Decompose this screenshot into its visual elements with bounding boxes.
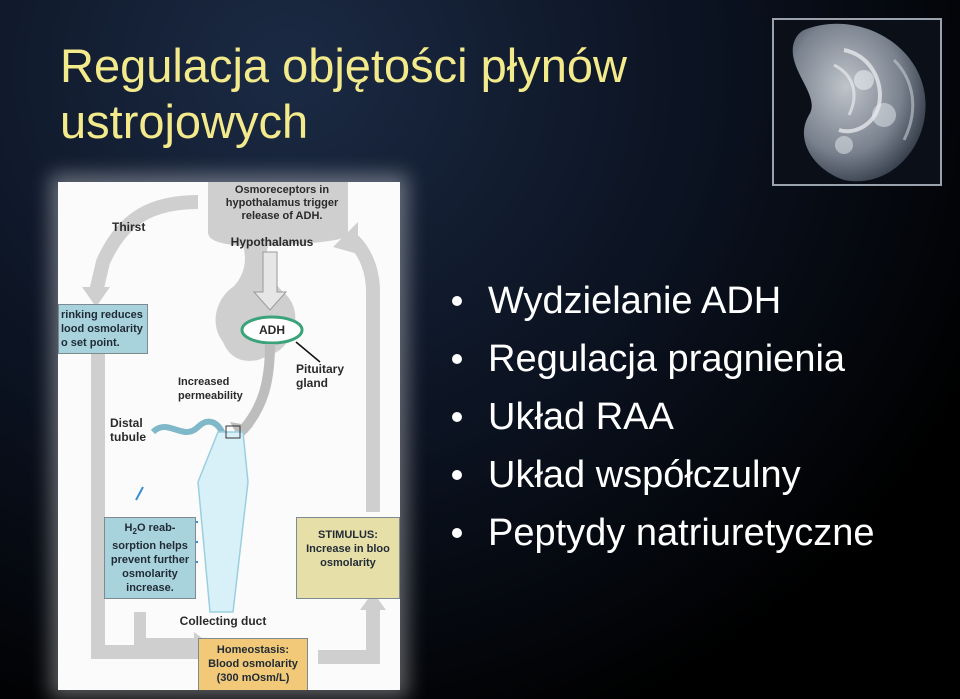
hypothalamus-shape <box>208 182 348 361</box>
slide-title: Regulacja objętości płynów ustrojowych <box>60 39 627 148</box>
reabsorption-box: H2O reab- sorption helps prevent further… <box>104 517 196 599</box>
bullet-dot-icon <box>452 354 462 364</box>
hypothalamus-label: Hypothalamus <box>230 235 314 249</box>
bullet-item: Regulacja pragnienia <box>450 330 875 388</box>
drinking-box: rinking reduces lood osmolarity o set po… <box>58 304 148 354</box>
arrowhead-icon <box>333 222 358 254</box>
bullet-dot-icon <box>452 412 462 422</box>
arrowhead-icon <box>82 287 110 307</box>
adh-to-duct-arrow <box>239 343 275 434</box>
thirst-label: Thirst <box>112 220 146 234</box>
osmoreceptors-label: Osmoreceptors in hypothalamus trigger re… <box>225 184 339 222</box>
adh-ellipse <box>240 315 304 345</box>
bullet-text: Układ współczulny <box>488 454 801 496</box>
duct-highlight-box <box>225 425 241 439</box>
homeostasis-box: Homeostasis: Blood osmolarity (300 mOsm/… <box>198 638 308 690</box>
diagram-graphics <box>82 182 386 664</box>
distal-tubule-shape <box>150 418 226 436</box>
reabsorption-subscript: 2 <box>132 527 137 537</box>
bullet-item: Wydzielanie ADH <box>450 272 875 330</box>
bullet-text: Układ RAA <box>488 396 674 438</box>
stimulus-box: STIMULUS: Increase in bloo osmolarity <box>296 517 400 599</box>
distal-tubule-label: Distal tubule <box>110 416 146 444</box>
pointer-line <box>295 341 321 363</box>
bullet-dot-icon <box>452 470 462 480</box>
reabsorption-loop-arrow <box>134 612 196 650</box>
bullet-text: Regulacja pragnienia <box>488 338 846 380</box>
kidney-illustration <box>792 23 926 182</box>
thirst-arrow <box>89 195 199 294</box>
bullet-item: Układ RAA <box>450 388 875 446</box>
arrowhead-icon <box>360 592 386 610</box>
bullet-text: Wydzielanie ADH <box>488 280 782 322</box>
bullet-list: Wydzielanie ADH Regulacja pragnienia Ukł… <box>450 272 875 562</box>
stimulus-loop-arrow <box>318 607 380 664</box>
reabsorption-h: H <box>124 522 133 534</box>
bullet-dot-icon <box>452 528 462 538</box>
down-arrow-icon <box>252 251 288 311</box>
bullet-text: Peptydy natriuretyczne <box>488 512 875 554</box>
left-loop-arrow <box>91 354 218 659</box>
permeability-label: Increased permeability <box>178 376 243 402</box>
collecting-duct-shape <box>197 431 249 613</box>
pituitary-label: Pituitary gland <box>296 362 345 390</box>
adh-label: ADH <box>259 323 285 337</box>
bullet-item: Peptydy natriuretyczne <box>450 504 875 562</box>
bullet-dot-icon <box>452 296 462 306</box>
water-arrow-icon <box>135 486 144 501</box>
bullet-item: Układ współczulny <box>450 446 875 504</box>
kidney-image <box>772 18 942 186</box>
reabsorption-text: O reab- sorption helps prevent further o… <box>110 522 190 595</box>
adh-feedback-diagram: Osmoreceptors in hypothalamus trigger re… <box>58 182 400 690</box>
collecting-duct-label: Collecting duct <box>179 614 267 628</box>
